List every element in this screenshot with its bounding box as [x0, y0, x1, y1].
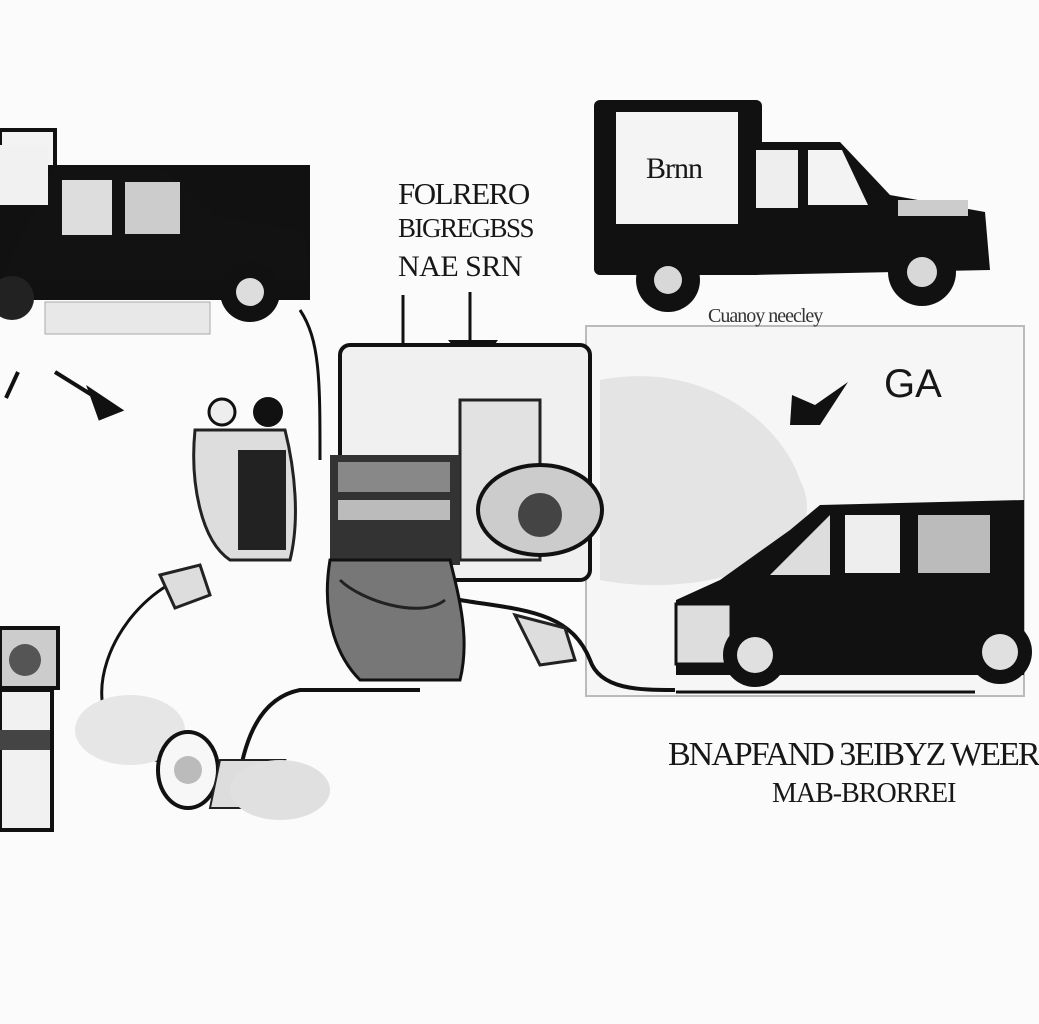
- engine-icon: [192, 343, 604, 682]
- truck-strip-label: Cuanoy neecley: [708, 305, 823, 327]
- right-panel-label: GA: [884, 362, 942, 406]
- bottom-caption-line-1: BNAPFAND 3EIBYZ WEER: [668, 736, 1039, 773]
- center-label-line-3: NAE SRN: [398, 250, 523, 283]
- suv-bottom-right: [674, 500, 1032, 694]
- bottom-caption-line-2: MAB-BRORREI: [772, 778, 956, 809]
- truck-panel-label: Brnn: [646, 152, 703, 185]
- machine-bottom-left: [0, 626, 330, 832]
- arrow-icon: [53, 370, 125, 421]
- center-label-line-2: BIGREGBSS: [398, 213, 535, 243]
- pickup-truck-top-left: [0, 128, 310, 322]
- center-label-line-1: FOLRERO: [398, 176, 530, 211]
- arrow-icon: [790, 382, 848, 425]
- box-truck-top-right: [594, 100, 990, 312]
